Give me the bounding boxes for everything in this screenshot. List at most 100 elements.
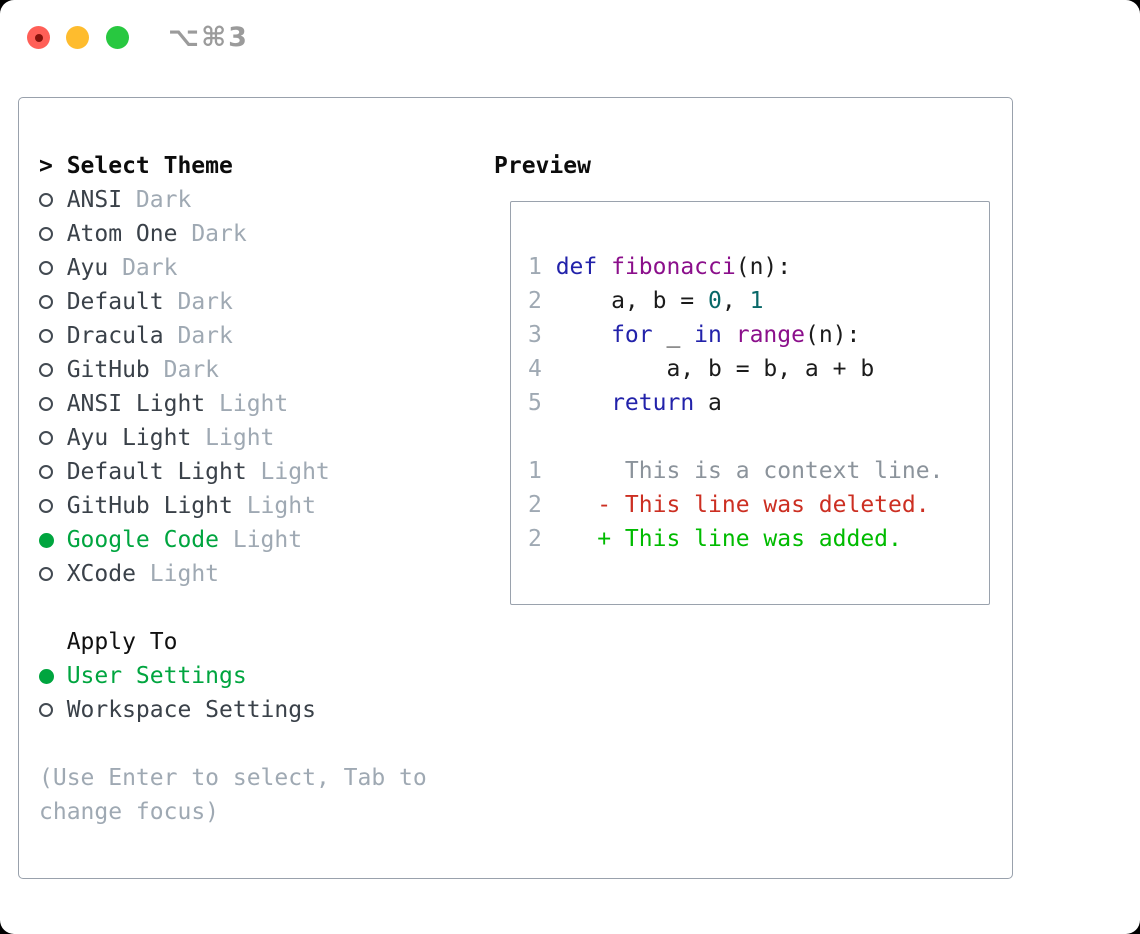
code-segment-ctx: This is a context line.	[555, 458, 944, 484]
theme-list-header: > Select Theme	[39, 149, 479, 183]
radio-unselected-icon	[39, 465, 67, 479]
code-segment-pln	[597, 254, 611, 280]
focus-caret: >	[39, 153, 53, 179]
radio-unselected-icon	[39, 261, 67, 275]
keyboard-hint: (Use Enter to select, Tab to change focu…	[39, 765, 427, 825]
radio-unselected-icon	[39, 397, 67, 411]
theme-variant: Light	[260, 459, 330, 485]
theme-option[interactable]: Dracula Dark	[39, 319, 479, 353]
theme-variant: Light	[246, 493, 316, 519]
radio-unselected-icon	[39, 363, 67, 377]
code-segment-pln: a	[694, 390, 722, 416]
theme-option[interactable]: GitHub Light Light	[39, 489, 479, 523]
apply-to-label: User Settings	[66, 663, 247, 689]
theme-name: Ayu Light	[66, 425, 192, 451]
theme-option[interactable]: Ayu Light Light	[39, 421, 479, 455]
code-line: 4 a, b = b, a + b	[528, 352, 943, 386]
theme-option[interactable]: XCode Light	[39, 557, 479, 591]
code-line: 1 def fibonacci(n):	[528, 250, 943, 284]
code-line: 2 a, b = 0, 1	[528, 284, 943, 318]
theme-variant: Dark	[191, 221, 247, 247]
code-segment-kw: for	[611, 322, 653, 348]
spacer	[39, 591, 479, 625]
theme-option[interactable]: Atom One Dark	[39, 217, 479, 251]
code-segment-num: 0	[708, 288, 722, 314]
apply-to-header: Apply To	[66, 629, 178, 655]
theme-name: Google Code	[66, 527, 220, 553]
theme-option[interactable]: Google Code Light	[39, 523, 479, 557]
code-segment-kw: in	[694, 322, 722, 348]
line-number: 2	[528, 288, 542, 314]
theme-name: ANSI Light	[66, 391, 206, 417]
code-segment-pln: _	[652, 322, 695, 348]
theme-option[interactable]: ANSI Dark	[39, 183, 479, 217]
line-number: 2	[528, 526, 542, 552]
title-bar: ⌥⌘3	[0, 0, 1140, 75]
code-line: 2 + This line was added.	[528, 522, 943, 556]
theme-name: Default Light	[66, 459, 247, 485]
code-line: 5 return a	[528, 386, 943, 420]
radio-unselected-icon	[39, 193, 67, 207]
apply-to-label: Workspace Settings	[66, 697, 316, 723]
theme-variant: Dark	[177, 323, 233, 349]
apply-to-option[interactable]: Workspace Settings	[39, 693, 479, 727]
line-number: 1	[528, 458, 542, 484]
theme-variant: Light	[205, 425, 275, 451]
radio-unselected-icon	[39, 499, 67, 513]
code-segment-pln: a, b =	[555, 288, 709, 314]
minimize-button[interactable]	[66, 26, 89, 49]
theme-variant: Dark	[163, 357, 220, 383]
radio-unselected-icon	[39, 227, 67, 241]
theme-name: Atom One	[66, 221, 178, 247]
close-button[interactable]	[27, 26, 50, 49]
code-line: 1 This is a context line.	[528, 454, 943, 488]
theme-variant: Dark	[135, 187, 192, 213]
unsaved-indicator-dot	[34, 33, 43, 42]
code-line: 2 - This line was deleted.	[528, 488, 943, 522]
code-segment-kw: def	[555, 254, 598, 280]
code-segment-pln	[556, 322, 611, 348]
theme-option[interactable]: GitHub Dark	[39, 353, 479, 387]
code-segment-del: - This line was deleted.	[555, 492, 930, 518]
code-segment-pln: (n):	[804, 322, 861, 348]
theme-variant: Light	[149, 561, 220, 587]
code-line	[528, 420, 943, 454]
preview-heading: Preview	[494, 153, 591, 179]
code-segment-title: fibonacci	[611, 254, 736, 280]
zoom-button[interactable]	[106, 26, 129, 49]
apply-to-option[interactable]: User Settings	[39, 659, 479, 693]
code-segment-pln: a, b = b, a + b	[555, 356, 875, 382]
theme-name: GitHub Light	[66, 493, 233, 519]
theme-option[interactable]: Default Dark	[39, 285, 479, 319]
theme-name: XCode	[66, 561, 136, 587]
radio-unselected-icon	[39, 295, 67, 309]
radio-unselected-icon	[39, 567, 67, 581]
code-segment-num: 1	[749, 288, 764, 314]
theme-list-title: Select Theme	[66, 153, 233, 179]
theme-name: ANSI	[66, 187, 123, 213]
theme-variant: Dark	[177, 289, 233, 315]
theme-name: Dracula	[66, 323, 164, 349]
theme-option[interactable]: Default Light Light	[39, 455, 479, 489]
radio-unselected-icon	[39, 431, 67, 445]
theme-variant: Light	[232, 527, 303, 553]
window-title: ⌥⌘3	[168, 22, 249, 53]
code-segment-pln	[556, 390, 611, 416]
line-number: 4	[528, 356, 542, 382]
line-number: 1	[528, 254, 542, 280]
code-segment-pln: (n):	[735, 254, 792, 280]
code-segment-add: + This line was added.	[555, 526, 902, 552]
code-segment-pln	[722, 322, 736, 348]
theme-name: Default	[66, 289, 164, 315]
radio-unselected-icon	[39, 703, 67, 717]
radio-selected-icon	[39, 532, 67, 548]
theme-name: GitHub	[66, 357, 150, 383]
